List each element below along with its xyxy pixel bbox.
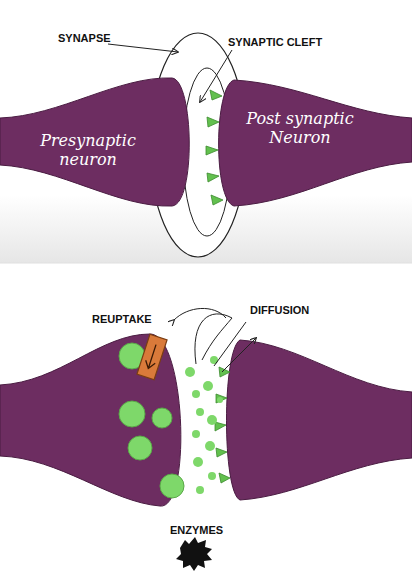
presynaptic-neuron-shape	[0, 334, 181, 506]
neurotransmitters	[185, 356, 223, 494]
reuptake-arrow	[174, 308, 226, 320]
postsynaptic-neuron-shape	[219, 80, 412, 206]
reuptake-arrow	[195, 314, 232, 364]
neuron-name: Presynaptic neuron	[17, 131, 159, 169]
part-label: SYNAPTIC CLEFT	[228, 36, 322, 48]
part-label: ENZYMES	[170, 524, 223, 536]
postsynaptic-neuron-shape	[227, 340, 412, 500]
neuron-label-box: Presynaptic neuron	[13, 129, 163, 171]
receptors	[206, 90, 223, 205]
part-label: REUPTAKE	[92, 313, 152, 325]
enzyme-blob	[176, 537, 212, 571]
neuron-label-box: Post synaptic Neuron	[240, 107, 360, 149]
presynaptic-neuron-shape	[0, 78, 189, 206]
receptors	[215, 367, 230, 483]
leader-line	[200, 50, 232, 102]
vesicles	[119, 343, 184, 498]
reuptake-transporter	[137, 334, 167, 380]
leader-line	[108, 44, 178, 52]
neuron-name: Post synaptic Neuron	[244, 109, 356, 147]
part-label: DIFFUSION	[250, 304, 309, 316]
diffusion-arrow	[214, 322, 256, 372]
part-label: SYNAPSE	[58, 32, 111, 44]
